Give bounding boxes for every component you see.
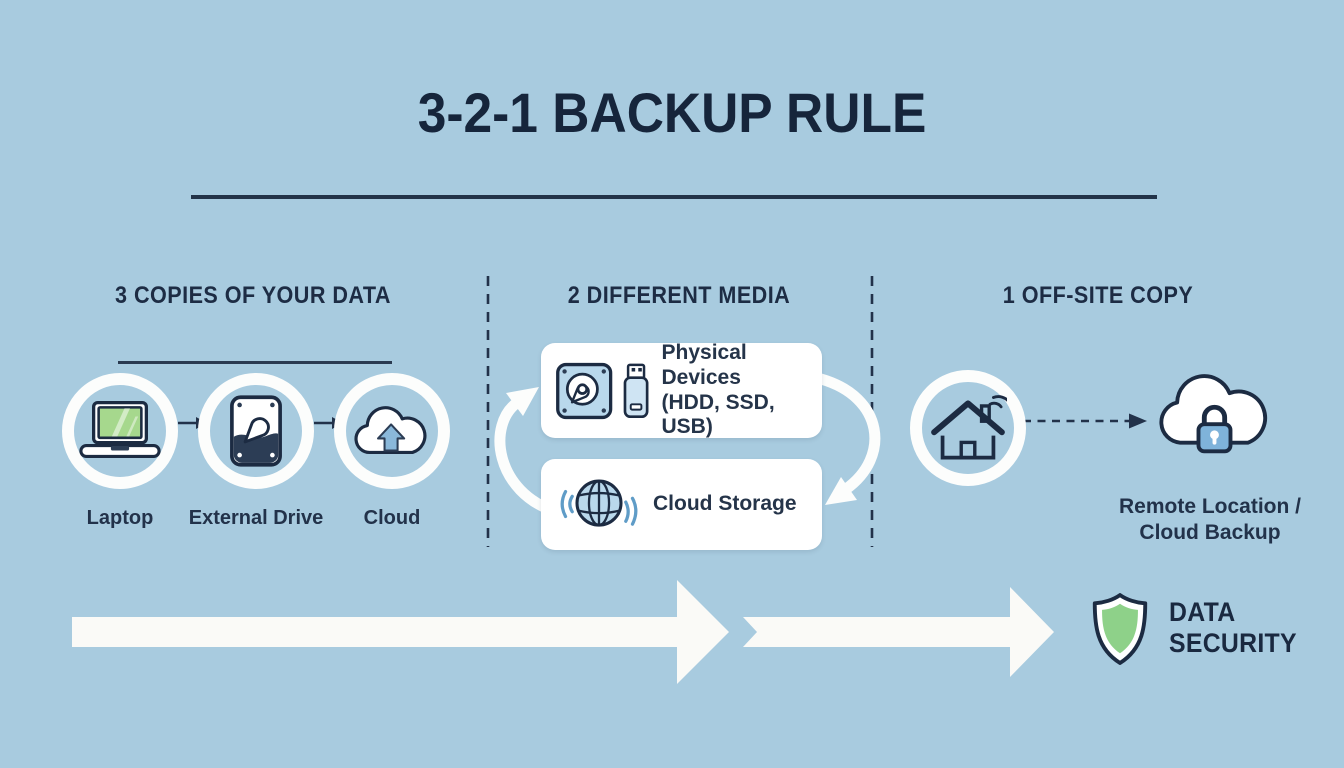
laptop-label: Laptop — [86, 507, 154, 529]
physical-devices-subtitle: (HDD, SSD, USB) — [661, 390, 775, 439]
data-security-line2: SECURITY — [1169, 627, 1297, 658]
bottom-flow-arrow-2-icon — [743, 587, 1054, 677]
shield-icon — [1092, 593, 1148, 665]
cloud-upload-icon — [354, 406, 427, 455]
secure-cloud-lock-icon — [1159, 374, 1268, 454]
offsite-label-line2: Cloud Backup — [1139, 521, 1281, 545]
external-drive-icon — [230, 395, 282, 467]
external-drive-circle — [198, 373, 314, 489]
copies-connector-line — [118, 361, 392, 364]
copies-heading: 3 COPIES OF YOUR DATA — [115, 282, 391, 309]
cloud-label: Cloud — [363, 507, 421, 529]
offsite-label: Remote Location / Cloud Backup — [1082, 494, 1338, 547]
offsite-dashed-arrow-icon — [1023, 413, 1147, 429]
house-icon — [931, 395, 1007, 460]
title-divider — [191, 195, 1157, 199]
data-security-line1: DATA — [1169, 597, 1236, 627]
hdd-icon — [556, 362, 613, 419]
media-heading: 2 DIFFERENT MEDIA — [567, 282, 791, 309]
usb-stick-icon — [624, 363, 649, 418]
house-circle — [910, 370, 1026, 486]
cloud-storage-card: Cloud Storage — [541, 459, 822, 550]
laptop-circle — [62, 373, 178, 489]
offsite-label-line1: Remote Location / — [1118, 495, 1302, 518]
external-drive-label: External Drive — [188, 507, 324, 529]
cloud-storage-title: Cloud Storage — [653, 492, 797, 516]
offsite-heading: 1 OFF-SITE COPY — [1002, 282, 1194, 309]
physical-devices-card: Physical Devices (HDD, SSD, USB) — [541, 340, 822, 439]
globe-network-icon — [560, 479, 638, 527]
page-title: 3-2-1 BACKUP RULE — [417, 81, 927, 144]
physical-devices-title: Physical Devices — [661, 340, 747, 389]
bottom-flow-arrow-1-icon — [72, 580, 729, 684]
cloud-circle — [334, 373, 450, 489]
media-cycle-arrow-right-icon — [815, 373, 881, 505]
data-security-label: DATA SECURITY — [1169, 597, 1297, 659]
laptop-icon — [79, 401, 161, 458]
